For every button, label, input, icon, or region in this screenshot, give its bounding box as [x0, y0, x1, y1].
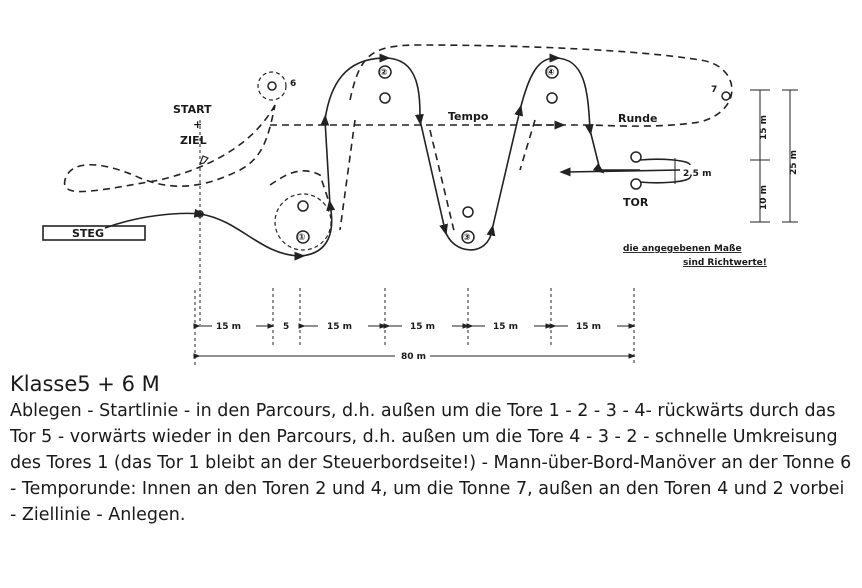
gate-1-buoy-top — [297, 200, 309, 212]
caption: Klasse5 + 6 M Ablegen - Startlinie - in … — [10, 372, 855, 528]
buoy-7-number: 7 — [711, 85, 717, 95]
course-dashed-v3 — [519, 119, 536, 171]
note-line-1: die angegebenen Maße — [623, 244, 742, 254]
course-dashed-inner — [269, 170, 331, 206]
gate-2-buoy-top — [378, 65, 392, 79]
course-dashed-left-loop — [63, 104, 276, 193]
gate-5-buoy-bottom — [630, 178, 642, 190]
start-label: START — [173, 103, 212, 116]
class-title: Klasse5 + 6 M — [10, 372, 160, 396]
vertical-dim-25m: 25 m — [789, 150, 799, 175]
gate-1-buoy-bottom — [296, 230, 310, 244]
finish-flag-icon — [199, 155, 209, 165]
note-line-2: sind Richtwerte! — [683, 258, 767, 268]
course-outer-line — [104, 53, 640, 261]
course-diagram: STEG START + ZIEL 2,5 m TOR ① ② ③ ④ 6 7 … — [42, 44, 799, 365]
gate-4-number: ④ — [547, 68, 555, 78]
vertical-dim-10m: 10 m — [759, 185, 769, 210]
dim-label-1: 15 m — [216, 322, 241, 332]
gate-width-label: 2,5 m — [683, 169, 711, 179]
dim-label-6: 15 m — [576, 322, 601, 332]
jetty — [42, 225, 146, 241]
total-length-label: 80 m — [401, 352, 426, 362]
lap-label: Runde — [618, 112, 657, 125]
buoy-6-circle — [257, 71, 287, 101]
jetty-label: STEG — [72, 227, 104, 240]
gate-1-circle — [274, 193, 332, 251]
gate-4-buoy-top — [545, 65, 559, 79]
gate-4-buoy-bottom — [546, 92, 558, 104]
gate-3-buoy-bottom — [461, 230, 475, 244]
tempo-label: Tempo — [448, 110, 489, 123]
plus-label: + — [193, 118, 202, 131]
dim-label-4: 15 m — [410, 322, 435, 332]
buoy-6 — [267, 81, 277, 91]
gate-5-buoy-top — [630, 151, 642, 163]
dim-label-5: 15 m — [493, 322, 518, 332]
buoy-6-number: 6 — [290, 79, 296, 89]
course-dashed-arc-top — [349, 44, 733, 127]
gate-2-buoy-bottom — [379, 92, 391, 104]
dim-label-2: 5 — [283, 322, 289, 332]
gate-5-hook-top — [639, 158, 691, 166]
gate-label: TOR — [623, 196, 649, 209]
buoy-7 — [721, 91, 731, 101]
gate-2-number: ② — [380, 68, 388, 78]
course-dashed-v2 — [429, 129, 456, 236]
finish-label: ZIEL — [180, 134, 207, 147]
course-description: Ablegen - Startlinie - in den Parcours, … — [10, 401, 852, 525]
gate-1-number: ① — [298, 233, 306, 243]
gate-3-buoy-top — [462, 206, 474, 218]
gate-3-number: ③ — [463, 233, 471, 243]
dim-label-3: 15 m — [327, 322, 352, 332]
course-dashed-v1 — [339, 119, 356, 231]
gate-5-arrow — [559, 167, 681, 177]
gate-5-hook-bottom — [639, 176, 691, 184]
vertical-dim-15m: 15 m — [759, 115, 769, 140]
